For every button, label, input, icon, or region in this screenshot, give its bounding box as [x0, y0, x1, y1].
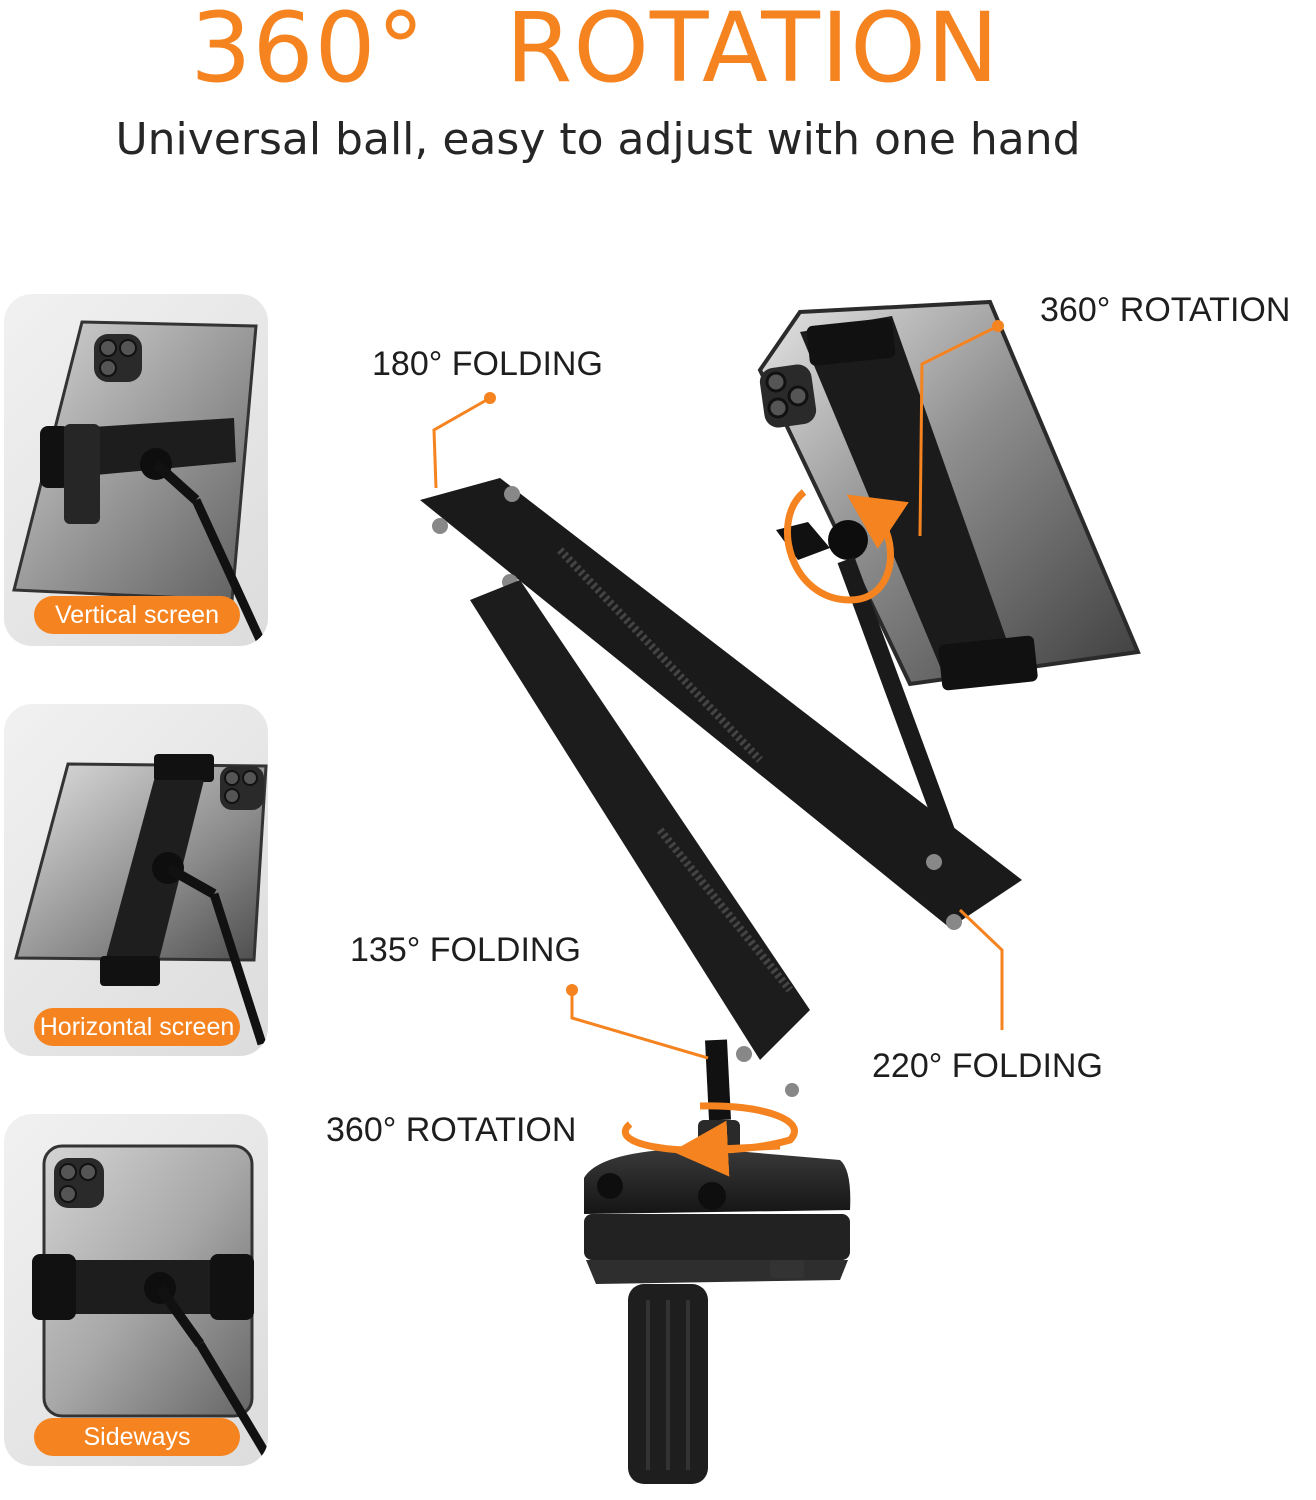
vertical-screen-illustration	[12, 320, 267, 646]
desk-clamp	[584, 1120, 851, 1484]
horizontal-screen-illustration	[14, 754, 268, 1046]
headline: 360°ROTATION	[0, 0, 1190, 96]
callout-base-rotation: 360° ROTATION	[326, 1111, 577, 1149]
mode-label-vertical: Vertical screen	[34, 596, 240, 634]
sideways-illustration	[32, 1144, 268, 1457]
callout-dots	[484, 320, 1004, 996]
callout-graphics	[432, 324, 1004, 1177]
headline-word: ROTATION	[505, 0, 1000, 104]
mode-label-sideways: Sideways	[34, 1418, 240, 1456]
upper-arm	[420, 478, 1022, 930]
callout-tablet-rotation: 360° ROTATION	[1040, 291, 1291, 329]
headline-degree: 360°	[190, 0, 426, 104]
mode-label-horizontal: Horizontal screen	[34, 1008, 240, 1046]
mode-card-sideways: Sideways	[4, 1114, 268, 1466]
subheadline: Universal ball, easy to adjust with one …	[115, 114, 1081, 165]
mode-card-horizontal: Horizontal screen	[4, 704, 268, 1056]
callout-elbow-folding: 180° FOLDING	[372, 345, 603, 383]
mode-card-vertical: Vertical screen	[4, 294, 268, 646]
callout-lower-folding: 135° FOLDING	[350, 931, 581, 969]
callout-upper-folding: 220° FOLDING	[872, 1047, 1103, 1085]
